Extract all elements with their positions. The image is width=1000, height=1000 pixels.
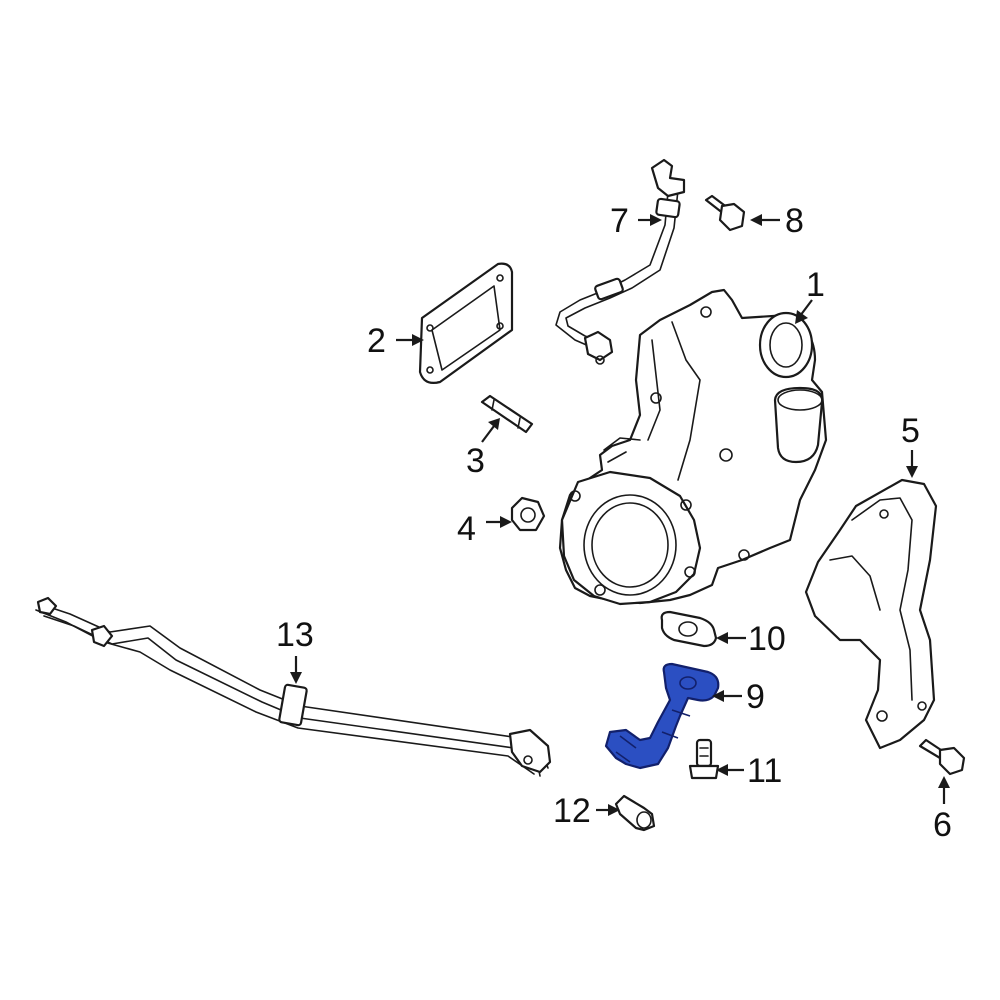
callout-4: 4 (457, 510, 476, 548)
callout-12: 12 (553, 792, 591, 830)
bolt-6[interactable] (918, 738, 966, 776)
turbocharger[interactable] (558, 288, 828, 606)
callout-6: 6 (933, 806, 952, 844)
callout-9: 9 (746, 678, 765, 716)
oil-return-pipe[interactable] (604, 662, 720, 770)
gasket[interactable] (418, 262, 514, 384)
callout-1: 1 (806, 266, 825, 304)
bolt-12[interactable] (614, 794, 656, 832)
callout-2: 2 (367, 322, 386, 360)
coolant-line[interactable] (35, 596, 552, 777)
gasket-10[interactable] (660, 610, 718, 648)
callouts: 1 2 3 4 5 6 7 8 9 10 11 12 13 (276, 202, 952, 844)
callout-10: 10 (748, 620, 786, 658)
callout-7: 7 (610, 202, 629, 240)
bolt-8[interactable] (704, 194, 746, 232)
nut[interactable] (510, 496, 546, 532)
callout-3: 3 (466, 442, 485, 480)
callout-11: 11 (747, 752, 782, 790)
heat-shield[interactable] (804, 478, 938, 750)
callout-13: 13 (276, 616, 314, 654)
callout-8: 8 (785, 202, 804, 240)
stud[interactable] (480, 394, 534, 434)
bolt-11[interactable] (688, 738, 720, 780)
leader-lines (290, 214, 950, 816)
oil-feed-line[interactable] (555, 158, 686, 365)
callout-5: 5 (901, 412, 920, 450)
